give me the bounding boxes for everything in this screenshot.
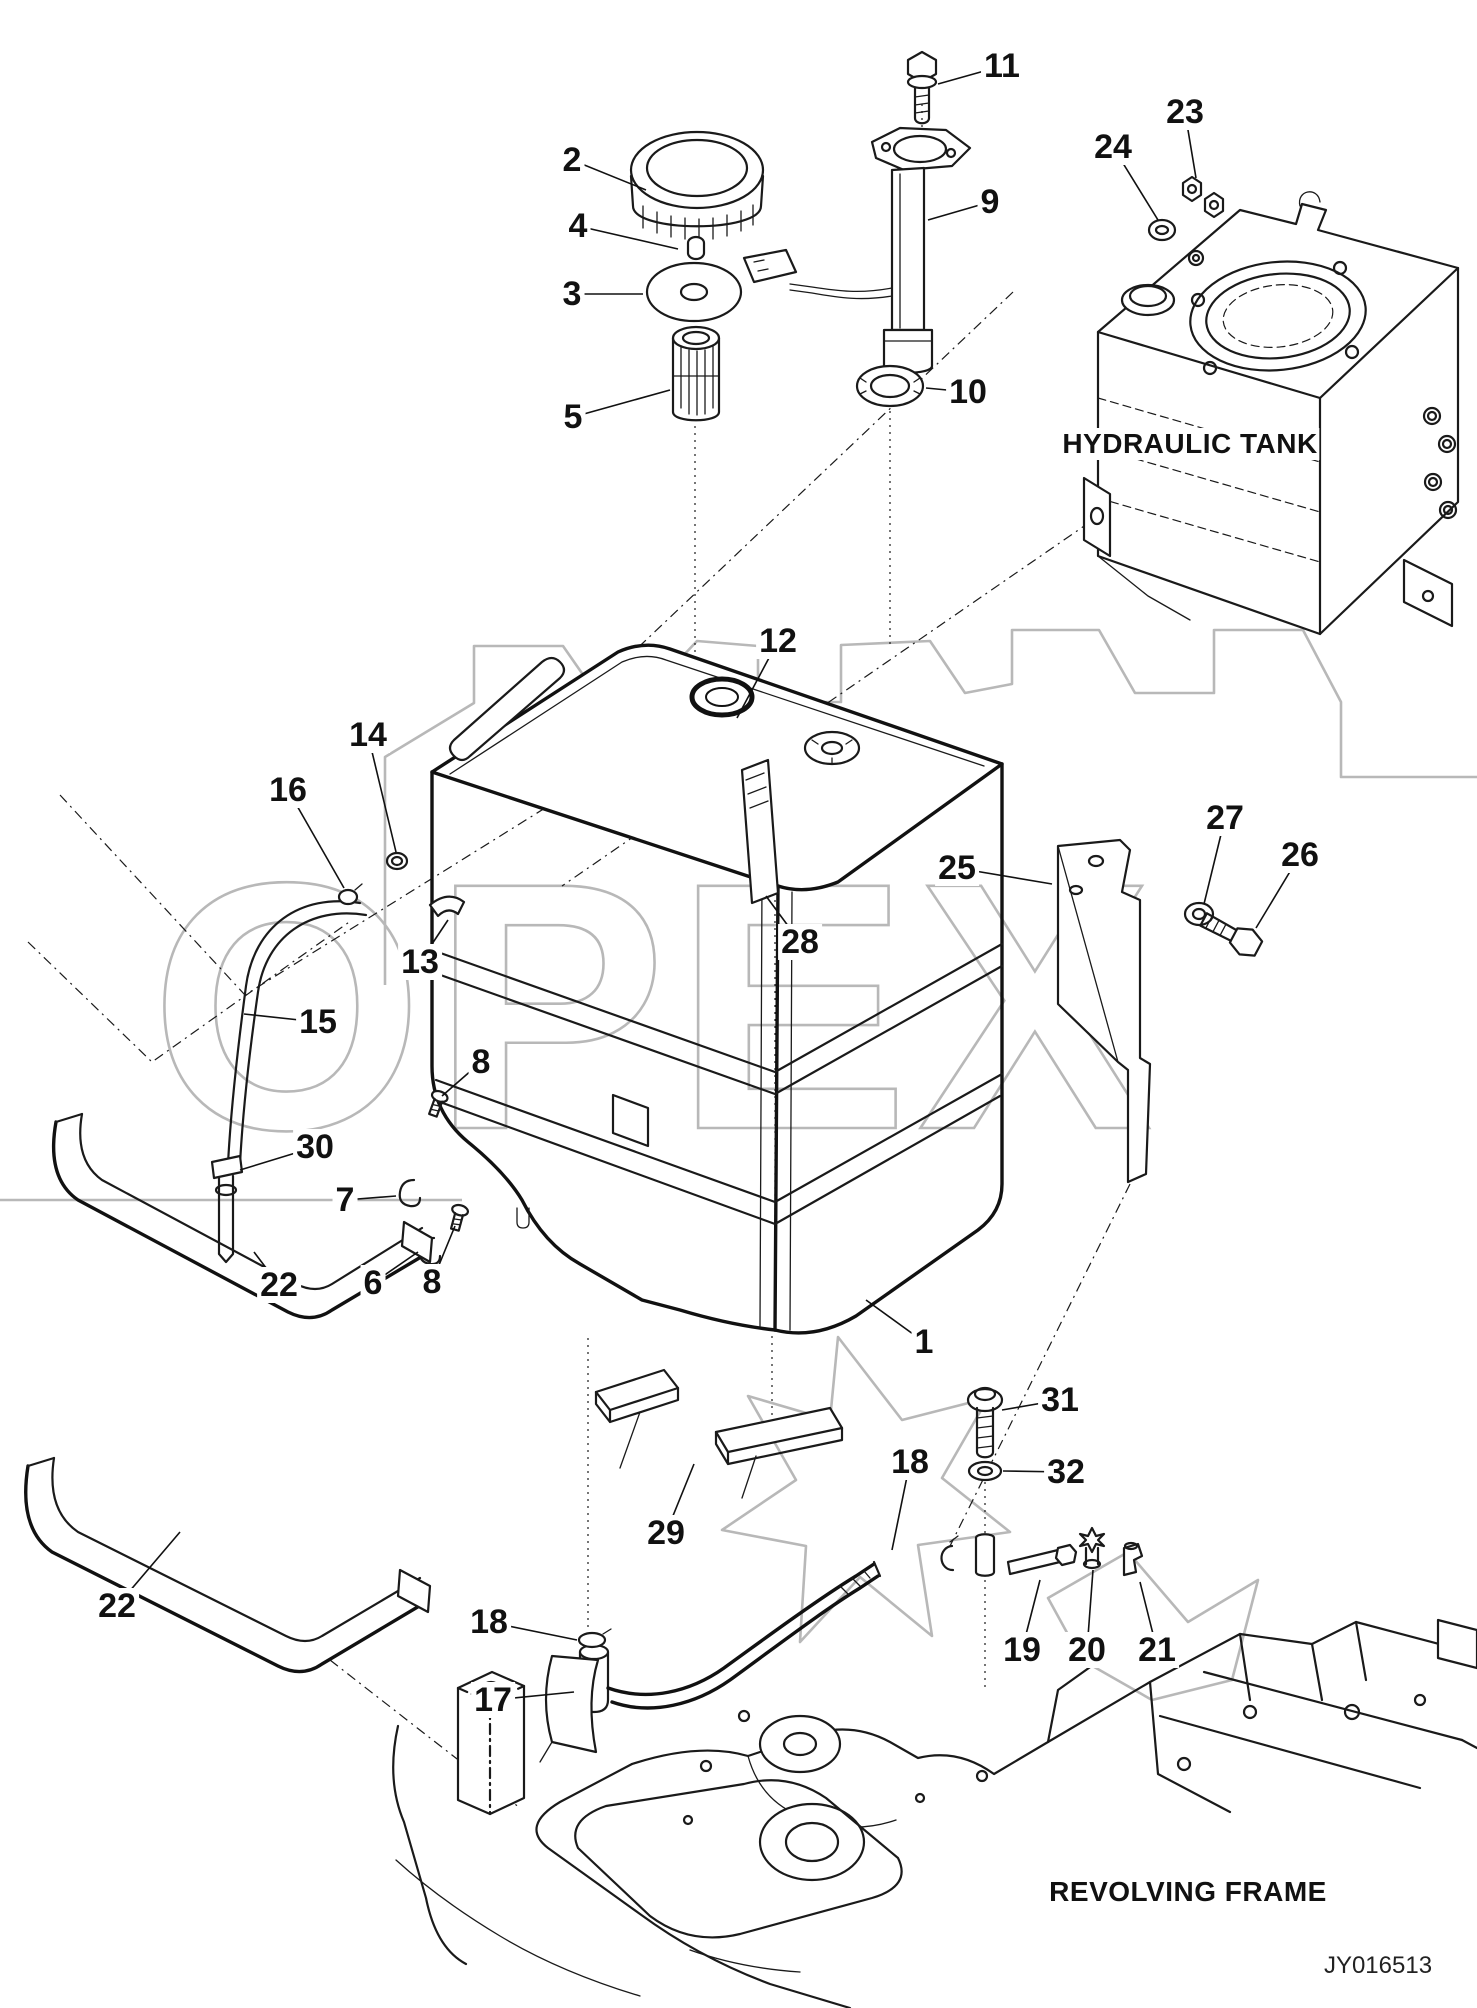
callout-22: 22 xyxy=(95,1588,139,1624)
callout-9: 9 xyxy=(977,184,1003,220)
callout-15: 15 xyxy=(296,1004,340,1040)
revolving-frame-label: REVOLVING FRAME xyxy=(1047,1876,1329,1908)
cap-packing-part xyxy=(686,235,706,261)
callout-29: 29 xyxy=(644,1515,688,1551)
fuel-tank-drawing xyxy=(430,643,1004,1335)
callout-21: 21 xyxy=(1135,1632,1179,1668)
drain-hose-group xyxy=(210,851,466,1264)
callout-8: 8 xyxy=(419,1264,445,1300)
callout-6: 6 xyxy=(360,1265,386,1301)
tank-band-lower xyxy=(24,1456,432,1674)
seal-strip-part xyxy=(740,758,780,905)
mount-bolt-31 xyxy=(966,1386,1004,1459)
callout-19: 19 xyxy=(1000,1632,1044,1668)
callout-7: 7 xyxy=(332,1182,358,1218)
callout-22: 22 xyxy=(257,1267,301,1303)
callout-11: 11 xyxy=(981,48,1023,84)
callout-18: 18 xyxy=(888,1444,932,1480)
star-watermark xyxy=(720,1335,1012,1644)
callout-28: 28 xyxy=(778,924,822,960)
drain-fittings xyxy=(1006,1526,1144,1577)
callout-16: 16 xyxy=(266,772,310,808)
washer-32 xyxy=(967,1460,1003,1482)
hose-clamp-right xyxy=(940,1533,996,1577)
callout-5: 5 xyxy=(560,399,586,435)
bracket-group xyxy=(1056,838,1264,1184)
bolt-11-part xyxy=(906,50,938,125)
callout-18: 18 xyxy=(467,1604,511,1640)
callout-12: 12 xyxy=(756,623,800,659)
fuel-gauge-part xyxy=(742,126,972,374)
callout-27: 27 xyxy=(1203,800,1247,836)
callout-30: 30 xyxy=(293,1129,337,1165)
callout-2: 2 xyxy=(559,142,585,178)
callout-10: 10 xyxy=(946,374,990,410)
callout-8: 8 xyxy=(468,1044,494,1080)
tank-pads xyxy=(594,1368,844,1499)
strainer-part xyxy=(671,325,721,422)
callout-4: 4 xyxy=(565,208,591,244)
callout-1: 1 xyxy=(911,1324,937,1360)
drain-hose-17 xyxy=(577,1560,882,1714)
hydraulic-tank-label: HYDRAULIC TANK xyxy=(1060,428,1320,460)
washer-part xyxy=(645,261,743,323)
callout-23: 23 xyxy=(1163,94,1207,130)
callout-32: 32 xyxy=(1044,1454,1088,1490)
gauge-gasket-part xyxy=(855,364,925,408)
tank-band-upper xyxy=(51,1112,434,1320)
callout-14: 14 xyxy=(346,717,390,753)
callout-17: 17 xyxy=(471,1682,515,1718)
callout-26: 26 xyxy=(1278,837,1322,873)
elbow-fittings-23-24 xyxy=(1147,175,1225,242)
callout-13: 13 xyxy=(398,944,442,980)
filler-cap-part xyxy=(629,130,765,241)
callout-20: 20 xyxy=(1065,1632,1109,1668)
hydraulic-tank-drawing xyxy=(1082,191,1460,636)
callout-3: 3 xyxy=(559,276,585,312)
gear-watermark-top xyxy=(383,628,1477,985)
callout-25: 25 xyxy=(935,850,979,886)
drawing-number: JY016513 xyxy=(1323,1952,1433,1979)
callout-24: 24 xyxy=(1091,129,1135,165)
callout-31: 31 xyxy=(1038,1382,1082,1418)
revolving-frame-drawing xyxy=(392,1618,1477,2008)
